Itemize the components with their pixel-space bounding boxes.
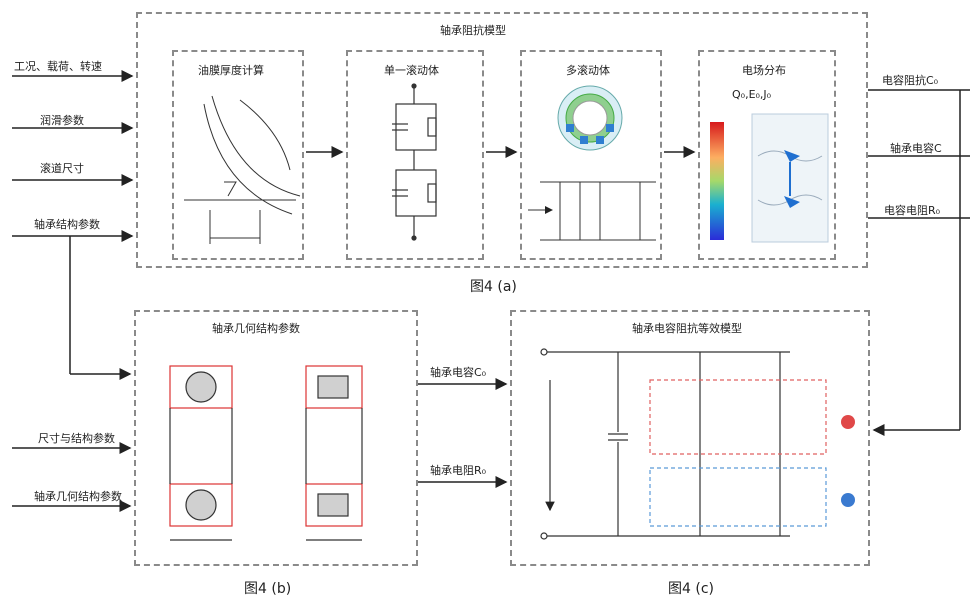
output-cap-resist: 电容电阻R₀ [884, 204, 941, 217]
step-oil-film-title: 油膜厚度计算 [198, 64, 264, 77]
input-b-size: 尺寸与结构参数 [38, 432, 115, 445]
panel-a-title: 轴承阻抗模型 [440, 24, 506, 37]
multi-roller-ring [557, 85, 623, 151]
caption-a: 图4 (a) [470, 279, 517, 295]
output-cap-impedance: 电容阻抗C₀ [882, 74, 939, 87]
panel-b-frame [134, 310, 418, 566]
current-icons [841, 415, 855, 507]
bearing-section-right [305, 365, 363, 541]
input-conditions: 工况、载荷、转速 [14, 60, 102, 73]
step-field-title: 电场分布 [742, 64, 786, 77]
caption-b: 图4 (b) [244, 581, 292, 597]
output-b-res: 轴承电阻R₀ [430, 464, 487, 477]
output-b-cap: 轴承电容C₀ [430, 366, 487, 379]
step-oil-film-box [172, 50, 304, 260]
field-plot [710, 113, 829, 243]
panel-c-frame [510, 310, 870, 566]
oil-film-sketch [184, 95, 301, 244]
output-arrows-b [418, 378, 508, 488]
caption-c: 图4 (c) [668, 581, 714, 597]
equivalent-circuit [540, 348, 827, 540]
bearing-section-left [169, 365, 233, 541]
step-multi-roller-title: 多滚动体 [566, 64, 610, 77]
output-arrows-a [868, 89, 970, 436]
step-field-box [698, 50, 836, 260]
step-single-roller-title: 单一滚动体 [384, 64, 439, 77]
input-arrows-a [12, 70, 134, 512]
input-lubrication: 润滑参数 [40, 114, 84, 127]
input-structure: 轴承结构参数 [34, 218, 100, 231]
output-bearing-cap: 轴承电容C [890, 142, 942, 155]
panel-a-frame [136, 12, 868, 268]
panel-b-title: 轴承几何结构参数 [212, 322, 300, 335]
input-b-geometry: 轴承几何结构参数 [34, 490, 122, 503]
step-single-roller-box [346, 50, 484, 260]
single-roller-circuit [392, 83, 437, 241]
input-raceway: 滚道尺寸 [40, 162, 84, 175]
step-multi-roller-box [520, 50, 662, 260]
panel-c-title: 轴承电容阻抗等效模型 [632, 322, 742, 335]
multi-roller-circuit [528, 181, 656, 241]
step-field-formula: Q₀,E₀,J₀ [732, 88, 772, 101]
